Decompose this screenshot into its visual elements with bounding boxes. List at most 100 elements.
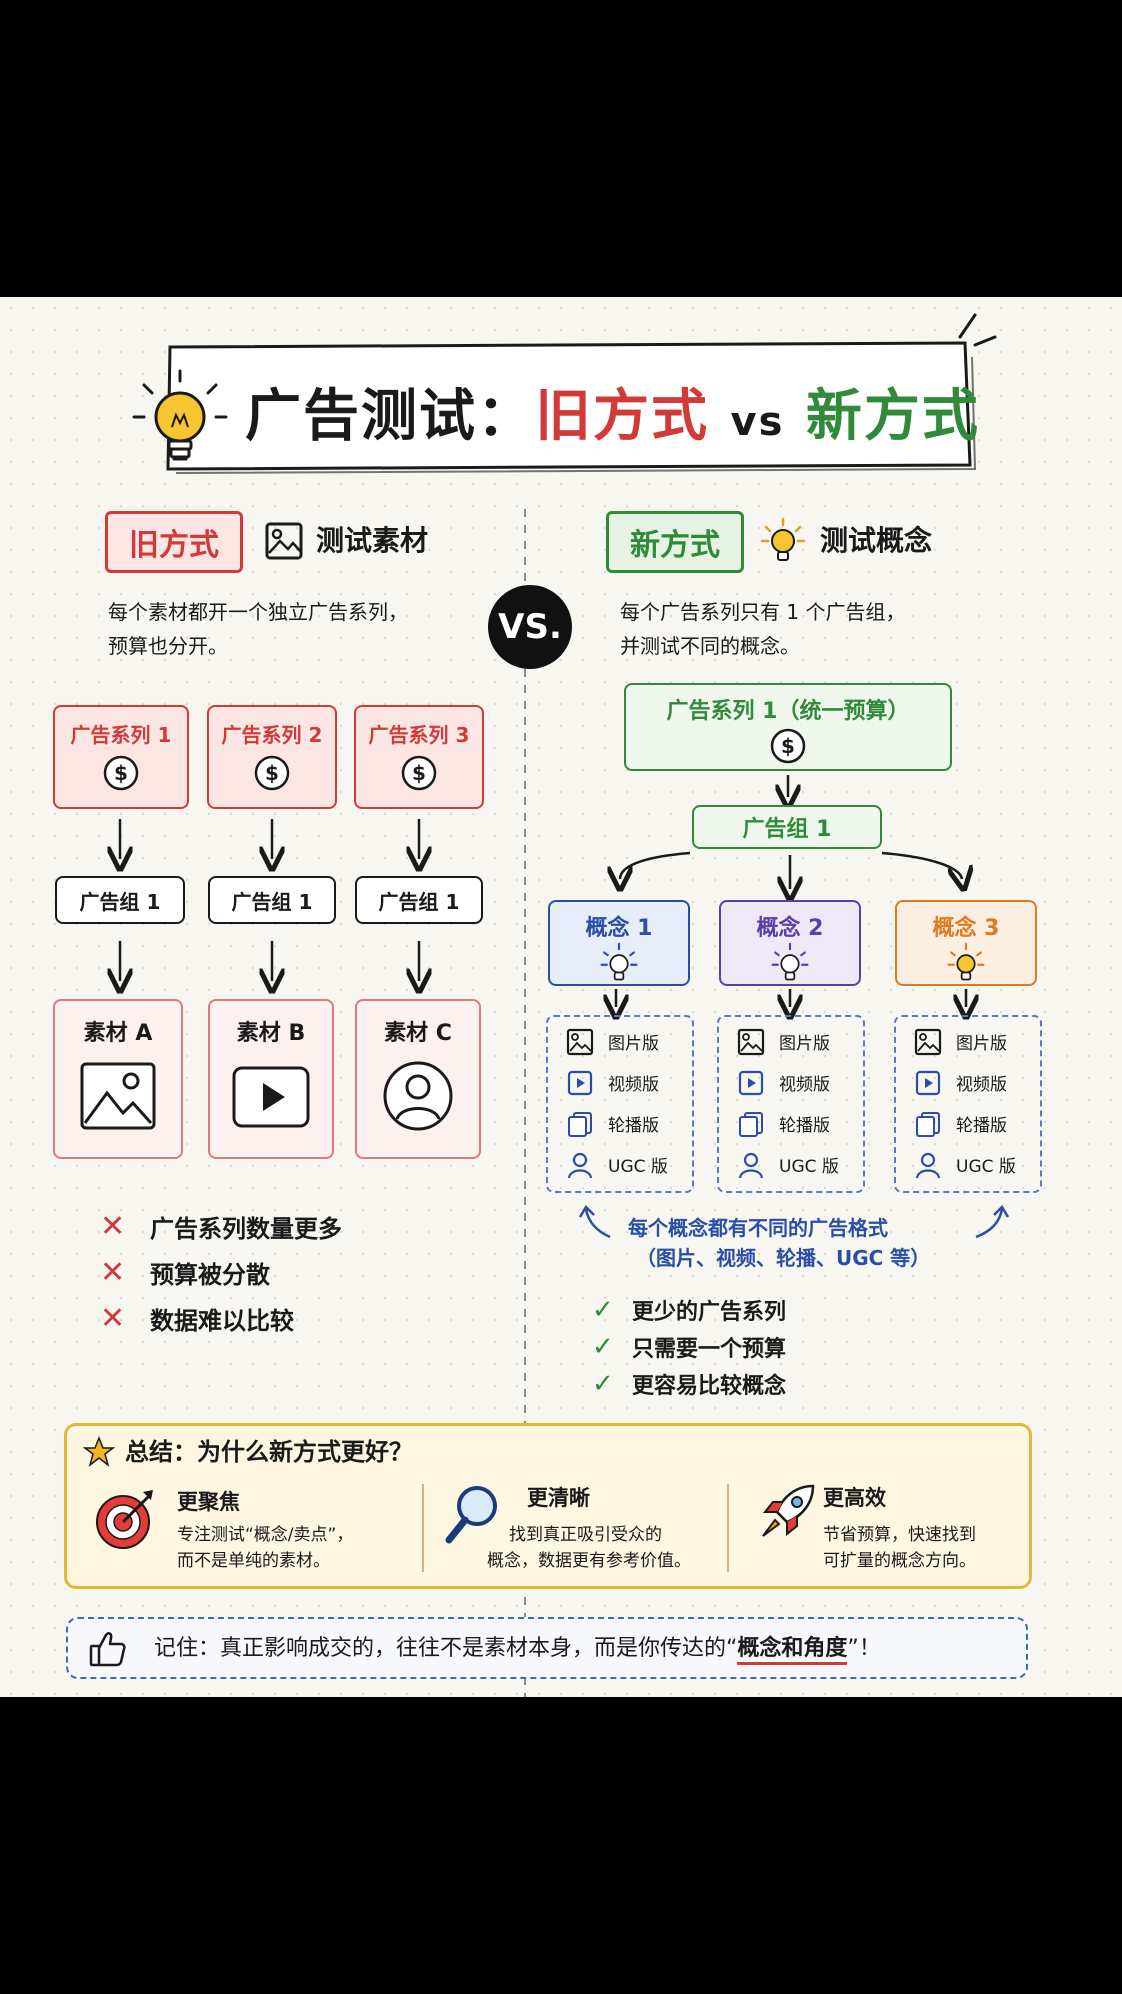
user-icon [383,1061,453,1131]
svg-text:$: $ [781,734,795,758]
check-icon: ✓ [592,1368,614,1399]
target-icon [96,1490,153,1549]
infographic-canvas: 广告测试：旧方式 vs 新方式 VS. 旧方式 测试素材 每个素材都开一个独立广… [0,297,1122,1697]
format-item: 轮播版 [737,1103,863,1144]
pro-text: 更容易比较概念 [632,1373,787,1399]
dollar-icon: $ [103,755,139,791]
pro-text: 只需要一个预算 [632,1336,787,1362]
old-adset-1: 广告组 1 [55,876,185,924]
new-pros-list: ✓ 更少的广告系列 ✓ 只需要一个预算 ✓ 更容易比较概念 [592,1291,786,1402]
carousel-icon [568,1111,592,1137]
dollar-icon: $ [254,755,290,791]
x-mark-icon: ✕ [100,1254,126,1290]
format-label: 图片版 [779,1034,830,1054]
concept-3: 概念 3 [895,900,1037,986]
format-label: 轮播版 [779,1116,830,1136]
format-label: UGC 版 [779,1157,839,1177]
summary-desc-3b: 可扩量的概念方向。 [823,1551,976,1571]
format-label: 视频版 [956,1075,1007,1095]
old-campaign-3: 广告系列 3 $ [354,705,484,809]
format-item: UGC 版 [914,1144,1040,1185]
carousel-icon [916,1111,940,1137]
summary-heading-2: 更清晰 [527,1486,590,1510]
page-title: 广告测试：旧方式 vs 新方式 [245,377,980,462]
format-item: 图片版 [914,1021,1040,1062]
image-icon [566,1028,594,1055]
play-icon [915,1070,941,1095]
image-icon [914,1028,942,1055]
creative-label: 素材 C [384,1021,452,1046]
summary-desc-2a: 找到真正吸引受众的 [509,1525,662,1545]
new-subtitle: 测试概念 [820,524,933,557]
image-icon [265,522,303,560]
old-method-tag: 旧方式 [105,511,243,573]
list-item: ✕ 数据难以比较 [100,1295,342,1341]
concept-2-formats: 图片版 视频版 轮播版 UGC 版 [717,1015,865,1193]
con-text: 广告系列数量更多 [150,1214,342,1243]
center-divider [524,509,526,1697]
summary-desc-1b: 而不是单纯的素材。 [177,1551,330,1571]
format-item: 视频版 [737,1062,863,1103]
format-label: 轮播版 [608,1116,659,1136]
list-item: ✓ 更少的广告系列 [592,1291,786,1328]
new-adset: 广告组 1 [692,805,882,849]
note-curve-arrows [578,1204,1010,1239]
list-item: ✕ 广告系列数量更多 [100,1203,342,1249]
summary-panel: 总结：为什么新方式更好？ 更聚焦 专注测试“概念/卖点”， 而不是单纯的素材。 … [64,1423,1032,1589]
footer-note: 记住：真正影响成交的，往往不是素材本身，而是你传达的“概念和角度”！ [66,1617,1028,1679]
list-item: ✕ 预算被分散 [100,1249,342,1295]
footer-suffix: ”！ [847,1636,881,1661]
old-adset-2: 广告组 1 [208,876,336,924]
format-item: 视频版 [914,1062,1040,1103]
creative-label: 素材 B [236,1021,306,1046]
format-label: 图片版 [608,1034,659,1054]
dollar-icon: $ [401,755,437,791]
footer-text: 记住：真正影响成交的，往往不是素材本身，而是你传达的“概念和角度”！ [154,1633,881,1665]
user-icon [915,1152,941,1178]
old-campaign-label: 广告系列 3 [368,723,470,747]
format-label: UGC 版 [956,1157,1016,1177]
lightbulb-icon [132,369,228,461]
concept-label: 概念 1 [585,916,653,941]
lightbulb-icon [600,942,638,981]
old-creative-b: 素材 B [208,999,334,1159]
con-text: 预算被分散 [150,1260,270,1289]
old-cons-list: ✕ 广告系列数量更多 ✕ 预算被分散 ✕ 数据难以比较 [100,1203,342,1341]
play-icon [232,1066,310,1128]
format-item: 图片版 [566,1021,692,1062]
title-old: 旧方式 [535,384,709,449]
formats-note-line2: （图片、视频、轮播、UGC 等） [636,1246,931,1270]
lightbulb-icon [771,942,809,981]
title-vs: vs [730,399,785,445]
old-subtitle: 测试素材 [316,524,429,557]
lightbulb-icon [947,942,985,981]
concept-label: 概念 3 [932,916,1000,941]
concept-2: 概念 2 [719,900,861,986]
new-campaign-label: 广告系列 1（统一预算） [666,699,910,724]
concept-label: 概念 2 [756,916,824,941]
concept-1: 概念 1 [548,900,690,986]
thumbs-up-icon [89,1632,126,1667]
format-label: UGC 版 [608,1157,668,1177]
old-creative-a: 素材 A [53,999,183,1159]
footer-highlight: 概念和角度 [737,1636,848,1665]
x-mark-icon: ✕ [100,1300,126,1336]
format-label: 轮播版 [956,1116,1007,1136]
old-campaign-label: 广告系列 2 [221,723,323,747]
summary-heading-1: 更聚焦 [177,1490,240,1514]
new-method-tag: 新方式 [606,511,744,573]
vs-badge: VS. [488,585,572,669]
new-flow-arrows [530,775,1090,1037]
image-icon [80,1062,156,1130]
list-item: ✓ 更容易比较概念 [592,1365,786,1402]
new-campaign: 广告系列 1（统一预算） $ [624,683,952,771]
format-label: 图片版 [956,1034,1007,1054]
carousel-icon [739,1111,763,1137]
old-creative-c: 素材 C [355,999,481,1159]
title-prefix: 广告测试： [245,384,535,449]
format-item: UGC 版 [737,1144,863,1185]
old-flow-arrows [0,819,530,1017]
summary-desc-2b: 概念，数据更有参考价值。 [487,1551,691,1571]
x-mark-icon: ✕ [100,1208,126,1244]
old-campaign-2: 广告系列 2 $ [207,705,337,809]
